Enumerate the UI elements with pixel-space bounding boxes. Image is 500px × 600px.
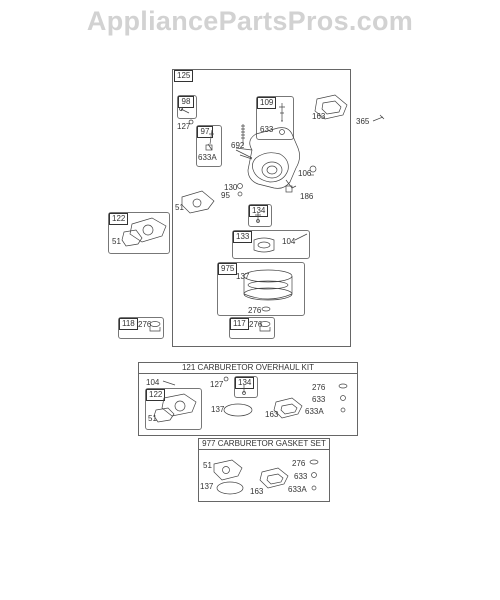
- kit-label-163: 163: [265, 410, 279, 419]
- bowl-975-icon: [243, 269, 293, 301]
- screw-365-icon: [372, 114, 385, 122]
- gasket-label-163: 163: [250, 487, 264, 496]
- gasket-label-276: 276: [292, 459, 306, 468]
- label-127: 127: [177, 122, 191, 131]
- clip-127-icon: [188, 119, 194, 125]
- gasket-set-title: 977 CARBURETOR GASKET SET: [198, 439, 330, 450]
- kit-ring-137-icon: [223, 403, 253, 417]
- kit-label-127: 127: [210, 380, 224, 389]
- part-130-icon: [237, 183, 243, 197]
- label-104: 104: [282, 237, 296, 246]
- gasket-label-51: 51: [203, 461, 212, 470]
- kit-label-51: 51: [148, 414, 157, 423]
- gasket-label-633A: 633A: [288, 485, 307, 494]
- label-163: 163: [312, 112, 326, 121]
- kit-label-137: 137: [211, 405, 225, 414]
- kit-label-633A: 633A: [305, 407, 324, 416]
- ref-98[interactable]: 98: [178, 96, 194, 108]
- ref-125[interactable]: 125: [174, 70, 194, 82]
- label-276-c: 276: [249, 320, 263, 329]
- kit-washer-276-icon: [338, 383, 348, 389]
- kit-washer-633A-icon: [340, 407, 346, 413]
- ref-975[interactable]: 975: [218, 263, 238, 275]
- kit-spacer-122-icon: [153, 393, 197, 423]
- ref-109[interactable]: 109: [257, 97, 277, 109]
- kit-washer-633-icon: [340, 395, 346, 401]
- ref-122[interactable]: 122: [109, 213, 129, 225]
- needle-109-icon: [279, 103, 285, 135]
- kit-part-134-icon: [242, 385, 246, 395]
- kit-label-633: 633: [312, 395, 326, 404]
- watermark: AppliancePartsPros.com: [86, 6, 414, 36]
- label-137: 137: [236, 272, 250, 281]
- label-276-b: 276: [138, 320, 152, 329]
- spring-692-icon: [241, 124, 245, 146]
- label-130: 130: [224, 183, 238, 192]
- gasket-set-washer-633-icon: [311, 472, 317, 478]
- overhaul-kit-title: 121 CARBURETOR OVERHAUL KIT: [138, 363, 358, 374]
- label-276: 276: [248, 306, 262, 315]
- gasket-label-137: 137: [200, 482, 214, 491]
- gasket-set-ring-137-icon: [216, 481, 244, 495]
- gasket-label-633: 633: [294, 472, 308, 481]
- gasket-set-gasket-163-icon: [259, 467, 289, 489]
- bowl-nut-117-icon: [259, 321, 271, 332]
- kit-clip-127-icon: [223, 376, 229, 382]
- ref-134[interactable]: 134: [249, 205, 269, 217]
- gasket-set-51-icon: [213, 459, 243, 481]
- label-633A: 633A: [198, 153, 217, 162]
- label-51: 51: [175, 203, 184, 212]
- needle-97-icon: [205, 129, 214, 151]
- label-106: 106: [298, 169, 312, 178]
- washer-276-icon: [261, 306, 271, 312]
- kit-ref-134[interactable]: 134: [235, 377, 255, 389]
- gasket-set-box: [198, 438, 330, 502]
- kit-gasket-163-icon: [273, 397, 303, 419]
- ref-118[interactable]: 118: [119, 318, 138, 330]
- part-106-icon: [309, 165, 317, 176]
- gasket-set-washer-276-icon: [309, 459, 319, 465]
- part-134-icon: [255, 213, 261, 223]
- gasket-163-icon: [314, 94, 348, 120]
- kit-label-276: 276: [312, 383, 326, 392]
- gasket-51-icon: [181, 190, 215, 214]
- label-365: 365: [356, 117, 370, 126]
- bowl-nut-118-icon: [149, 321, 161, 332]
- float-133-icon: [253, 237, 275, 253]
- kit-label-104: 104: [146, 378, 160, 387]
- kit-pin-104-icon: [162, 380, 176, 386]
- pin-104-icon: [294, 233, 308, 241]
- kit-ref-122[interactable]: 122: [146, 389, 166, 401]
- carburetor-body-icon: [235, 127, 300, 193]
- label-186: 186: [300, 192, 314, 201]
- ref-117[interactable]: 117: [230, 318, 249, 330]
- ref-133[interactable]: 133: [233, 231, 253, 243]
- label-692: 692: [231, 141, 245, 150]
- ref-97[interactable]: 97: [197, 126, 213, 138]
- gasket-set-washer-633A-icon: [311, 485, 317, 491]
- spacer-122-icon: [121, 217, 167, 247]
- label-95: 95: [221, 191, 230, 200]
- label-51-b: 51: [112, 237, 121, 246]
- label-633: 633: [260, 125, 274, 134]
- screw-98-icon: [179, 106, 190, 114]
